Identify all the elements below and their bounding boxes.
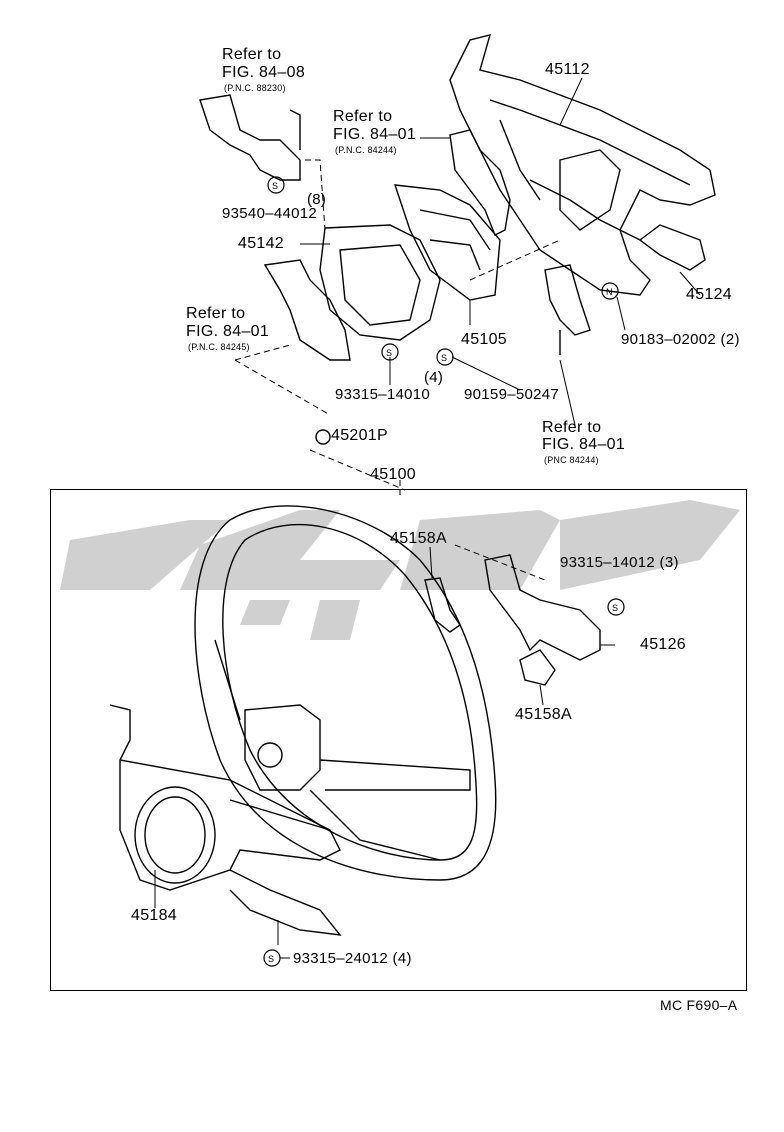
part-45105: 45105 (461, 331, 507, 348)
part-93540: 93540–44012 (222, 205, 318, 222)
part-45100: 45100 (370, 466, 416, 483)
qty-4-top: (4) (424, 369, 444, 386)
s-symbol-3: S (441, 353, 448, 363)
wire-part-left (199, 94, 351, 361)
refer-84244-bottom-l2: FIG. 84–01 (542, 436, 626, 453)
refer-88230-pnc: (P.N.C. 88230) (224, 83, 286, 93)
part-93315-14010: 93315–14010 (335, 386, 431, 403)
wire-part-center (449, 129, 511, 236)
part-45142: 45142 (238, 235, 284, 252)
switch-45142 (319, 224, 441, 341)
refer-84244-bottom-pnc: (PNC 84244) (544, 455, 599, 465)
s-symbol-1: S (272, 181, 279, 191)
wire-part-right (544, 264, 591, 355)
part-90159: 90159–50247 (464, 386, 560, 403)
part-90183: 90183–02002 (2) (621, 331, 740, 348)
horn-pad-45112 (449, 34, 716, 296)
refer-84244-top-l1: Refer to (333, 108, 393, 125)
refer-84244-top-pnc: (P.N.C. 84244) (335, 145, 397, 155)
s-symbol-5: S (268, 954, 275, 964)
part-45158A-top: 45158A (390, 530, 447, 547)
part-45158A-bottom: 45158A (515, 706, 572, 723)
steering-wheel-45100 (194, 505, 497, 881)
steering-wheel-frame (50, 489, 747, 991)
part-45184: 45184 (131, 907, 177, 924)
refer-84244-top-l2: FIG. 84–01 (333, 126, 417, 143)
nut-45201P (315, 429, 331, 445)
s-symbol-2: S (386, 348, 393, 358)
lower-cover-45184 (109, 704, 342, 936)
part-45201P: 45201P (331, 427, 388, 444)
s-symbol-4: S (612, 603, 619, 613)
refer-88230-l1: Refer to (222, 46, 282, 63)
refer-84245-l2: FIG. 84–01 (186, 323, 270, 340)
bracket-45105 (393, 184, 501, 301)
figure-code: MC F690–A (660, 997, 738, 1013)
part-45126: 45126 (640, 636, 686, 653)
refer-88230-l2: FIG. 84–08 (222, 64, 306, 81)
part-93315-24012: 93315–24012 (4) (293, 950, 412, 967)
refer-84244-bottom-l1: Refer to (542, 419, 602, 436)
bracket-45126 (424, 554, 601, 686)
qty-8: (8) (307, 191, 327, 208)
n-symbol: N (606, 287, 613, 297)
part-93315-14012: 93315–14012 (3) (560, 554, 679, 571)
refer-84245-l1: Refer to (186, 305, 246, 322)
part-45112: 45112 (545, 61, 590, 78)
refer-84245-pnc: (P.N.C. 84245) (188, 342, 250, 352)
part-45124: 45124 (686, 286, 732, 303)
